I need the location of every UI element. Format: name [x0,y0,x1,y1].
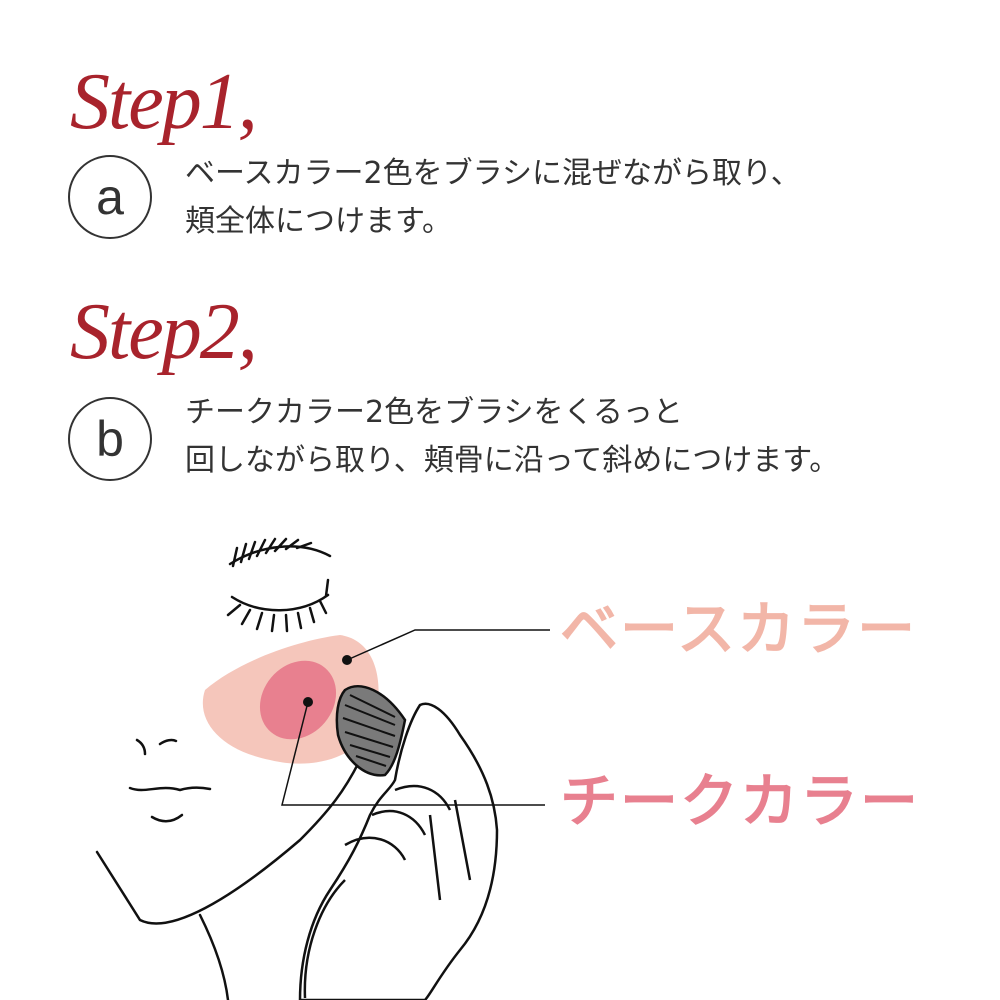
base-color-label: ベースカラー [560,595,918,663]
hand [298,702,499,1000]
cheek-color-label: チークカラー [560,767,921,835]
mouth [128,786,212,823]
neck [198,913,230,1000]
step2-badge: b [68,397,152,481]
step2-line-1: チークカラー2色をブラシをくるっと [185,395,683,430]
cheek-color-dot [303,697,313,707]
leader-lines [281,629,550,806]
brush-icon [335,685,407,777]
closed-eye-icon [226,578,330,633]
step1-line-2: 頬全体につけます。 [185,204,452,239]
step2-description: チークカラー2色をブラシをくるっと 回しながら取り、頬骨に沿って斜めにつけます。 [185,389,839,485]
cheek-color-area [259,660,337,740]
step1-description: ベースカラー2色をブラシに混ぜながら取り、 頬全体につけます。 [185,150,801,246]
step1-line-1: ベースカラー2色をブラシに混ぜながら取り、 [185,156,801,191]
eyebrow-icon [228,537,332,568]
step2-line-2: 回しながら取り、頬骨に沿って斜めにつけます。 [185,443,840,478]
step2-title: Step2, [70,288,258,376]
face-outline [95,758,362,925]
step1-badge: a [68,155,152,239]
nose [135,738,178,756]
base-color-dot [342,655,352,665]
step1-title: Step1, [70,58,258,146]
